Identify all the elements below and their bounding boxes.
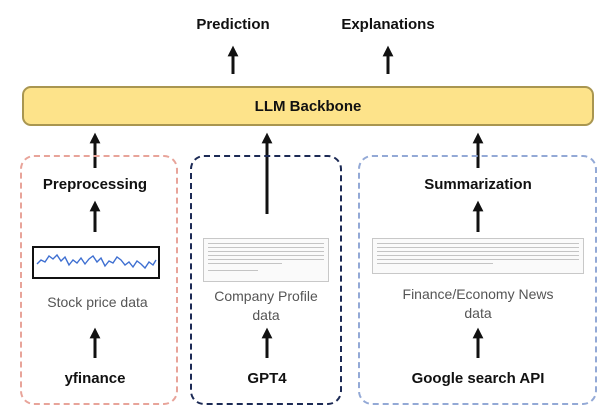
stock-price-data-label: Stock price data bbox=[47, 294, 148, 310]
company-profile-group bbox=[190, 155, 342, 405]
news-data-label: Finance/Economy News data bbox=[402, 286, 554, 321]
google-search-api-label: Google search API bbox=[411, 370, 545, 387]
preprocessing-label: Preprocessing bbox=[42, 176, 148, 193]
stock-chart-thumbnail bbox=[32, 246, 160, 279]
stock-data-group bbox=[20, 155, 178, 405]
llm-backbone: LLM Backbone bbox=[22, 86, 594, 126]
summarization-label: Summarization bbox=[424, 176, 532, 193]
company-profile-data-label: Company Profile data bbox=[214, 288, 318, 323]
yfinance-label: yfinance bbox=[64, 370, 126, 387]
news-document-thumbnail bbox=[372, 238, 584, 274]
company-profile-document-thumbnail bbox=[203, 238, 329, 282]
explanations-label: Explanations bbox=[341, 16, 435, 33]
news-data-group bbox=[358, 155, 597, 405]
gpt4-label: GPT4 bbox=[247, 370, 287, 387]
llm-backbone-label: LLM Backbone bbox=[254, 97, 362, 115]
prediction-label: Prediction bbox=[196, 16, 270, 33]
stock-sparkline bbox=[36, 253, 157, 270]
